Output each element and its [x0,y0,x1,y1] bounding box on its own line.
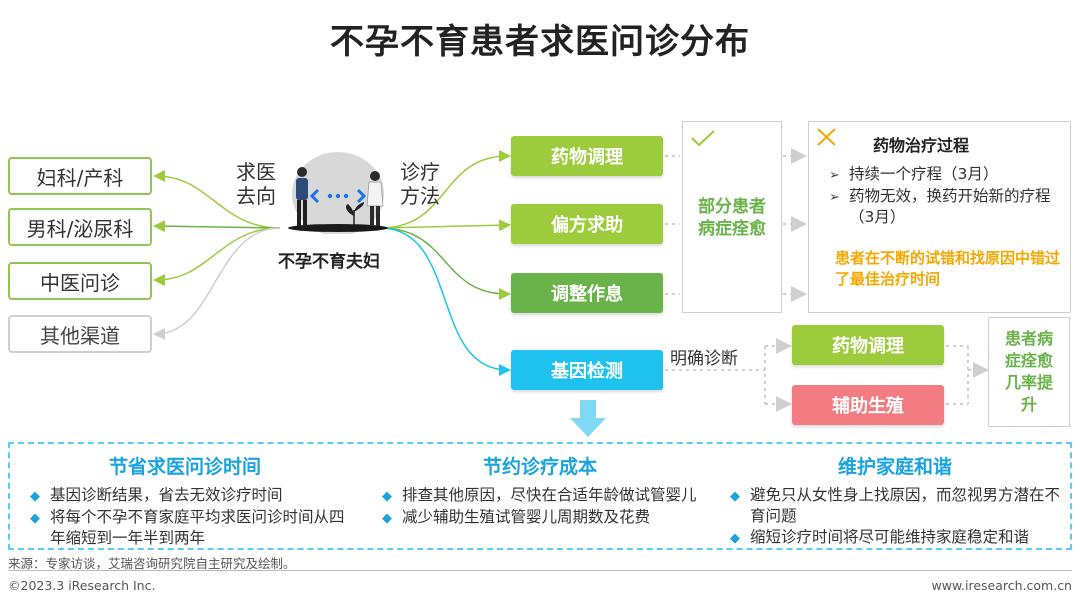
method-gene-test: 基因检测 [511,350,663,390]
cross-icon [817,128,836,146]
dest-other: 其他渠道 [8,315,152,353]
dest-andrology: 男科/泌尿科 [8,208,152,246]
drug-process-title: 药物治疗过程 [873,136,970,155]
drug-process-panel: 药物治疗过程 ➢持续一个疗程（3月） ➢药物无效，换药开始新的疗程（3月） 患者… [808,121,1071,313]
copyright: ©2023.3 iResearch Inc. [8,578,156,593]
line-to-andrology [153,220,281,233]
method-folk-remedy: 偏方求助 [511,204,663,244]
couple-illustration [288,152,388,234]
diagnosis-label: 明确诊断 [670,349,738,369]
source-note: 来源：专家访谈，艾瑞咨询研究院自主研究及绘制。 [8,556,296,571]
diagnosis-assisted-reproduction: 辅助生殖 [792,385,944,425]
method-drug: 药物调理 [511,136,663,176]
line-to-folk [379,219,511,232]
drug-process-warning: 患者在不断的试错和找原因中错过了最佳治疗时间 [835,249,1061,288]
dest-tcm: 中医问诊 [8,262,152,300]
page-title: 不孕不育患者求医问诊分布 [330,22,750,62]
benefit-time-list: ◆基因诊断结果，省去无效诊疗时间 ◆将每个不孕不育家庭平均求医问诊时间从四年缩短… [30,486,345,547]
dest-gynecology: 妇科/产科 [8,157,152,195]
benefit-time-title: 节省求医问诊时间 [108,456,261,478]
partial-cure-panel: 部分患者 病症痊愈 [682,121,782,313]
diagnosis-drug: 药物调理 [792,325,944,365]
benefit-cost-list: ◆排查其他原因，尽快在合适年龄做试管婴儿 ◆减少辅助生殖试管婴儿周期数及花费 [382,486,697,526]
line-to-routine [379,227,511,300]
drug-process-list: ➢持续一个疗程（3月） ➢药物无效，换药开始新的疗程（3月） [829,165,1051,226]
line-to-tcm [153,227,281,286]
footer-divider [8,570,1072,571]
check-icon [691,130,715,147]
seek-care-label: 求医 去向 [236,160,276,208]
treatment-method-label: 诊疗 方法 [400,160,440,208]
method-routine: 调整作息 [511,273,663,313]
cure-rate-panel: 患者病 症痊愈 几率提 升 [988,317,1070,427]
line-to-gene [379,227,511,376]
benefit-family-list: ◆避免只从女性身上找原因，而忽视男方潜在不育问题 ◆缩短诊疗时间将尽可能维持家庭… [730,486,1061,546]
couple-label: 不孕不育夫妇 [278,252,380,272]
down-arrow-icon [570,400,606,437]
benefit-cost-title: 节约诊疗成本 [482,456,597,478]
line-to-other [153,227,281,340]
benefits-box [8,442,1072,550]
benefit-family-title: 维护家庭和谐 [837,456,952,478]
line-to-drug [379,150,511,229]
line-to-gynecology [153,170,281,229]
website: www.iresearch.com.cn [931,578,1073,593]
